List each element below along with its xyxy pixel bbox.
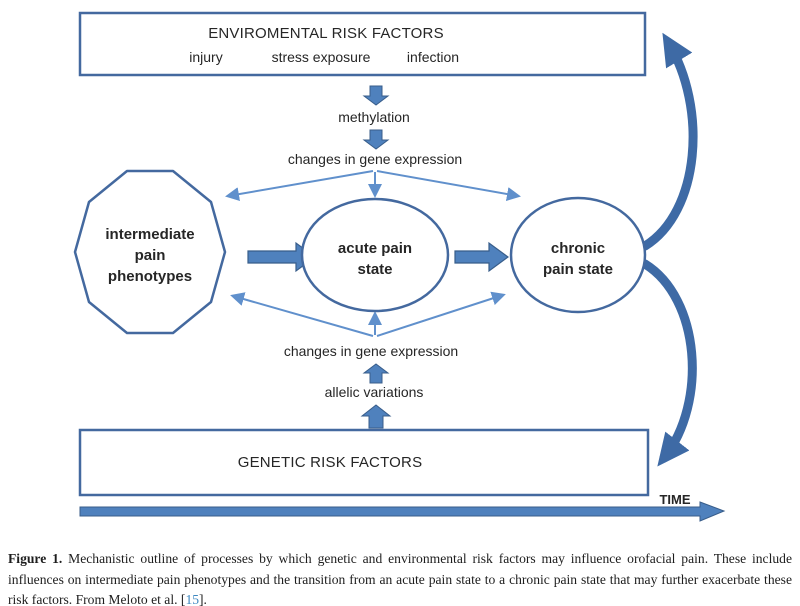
block-arrow-acute-to-chronic — [454, 241, 510, 273]
up-arrow-icon — [360, 404, 392, 429]
figure-caption: Figure 1. Mechanistic outline of process… — [0, 549, 800, 606]
thin-arrow-to-chronic-top — [376, 170, 521, 201]
chronic-line-1: chronic — [551, 240, 605, 257]
chronic-pain-state-node — [509, 196, 647, 314]
env-item-stress-exposure: stress exposure — [272, 49, 371, 65]
thin-arrow-to-intermediate-bottom — [230, 292, 374, 337]
env-item-injury: injury — [189, 49, 222, 65]
up-arrow-icon — [362, 363, 390, 384]
down-arrow-icon — [362, 85, 390, 106]
environmental-risk-box — [78, 11, 647, 77]
gene-expression-bottom-label: changes in gene expression — [284, 343, 458, 359]
env-item-infection: infection — [407, 49, 459, 65]
allelic-variations-label: allelic variations — [325, 384, 424, 400]
down-arrow-icon — [362, 129, 390, 150]
intermediate-line-3: phenotypes — [108, 268, 192, 285]
intermediate-line-2: pain — [135, 247, 166, 264]
time-axis-arrow — [79, 501, 726, 522]
intermediate-pain-phenotypes-node — [73, 169, 227, 335]
gene-expression-top-label: changes in gene expression — [288, 151, 462, 167]
figure-caption-text: Mechanistic outline of processes by whic… — [8, 551, 792, 606]
mechanism-diagram: ENVIROMENTAL RISK FACTORS injury stress … — [73, 11, 726, 522]
genetic-risk-box — [78, 428, 650, 497]
intermediate-line-1: intermediate — [105, 226, 194, 243]
acute-pain-state-node — [300, 197, 450, 313]
genetic-risk-title: GENETIC RISK FACTORS — [238, 454, 423, 471]
thin-arrow-to-chronic-bottom — [376, 291, 506, 337]
acute-line-1: acute pain — [338, 240, 412, 257]
feedback-arrow-to-genetic — [640, 259, 697, 467]
time-label: TIME — [659, 492, 690, 507]
feedback-arrow-to-environment — [640, 32, 698, 251]
chronic-line-2: pain state — [543, 261, 613, 278]
acute-line-2: state — [357, 261, 392, 278]
figure-caption-end: ]. — [199, 592, 207, 606]
reference-link-15[interactable]: 15 — [185, 592, 200, 606]
methylation-label: methylation — [338, 109, 410, 125]
environmental-risk-title: ENVIROMENTAL RISK FACTORS — [208, 25, 444, 42]
thin-arrow-to-intermediate-top — [225, 170, 374, 202]
figure-caption-label: Figure 1. — [8, 551, 63, 566]
